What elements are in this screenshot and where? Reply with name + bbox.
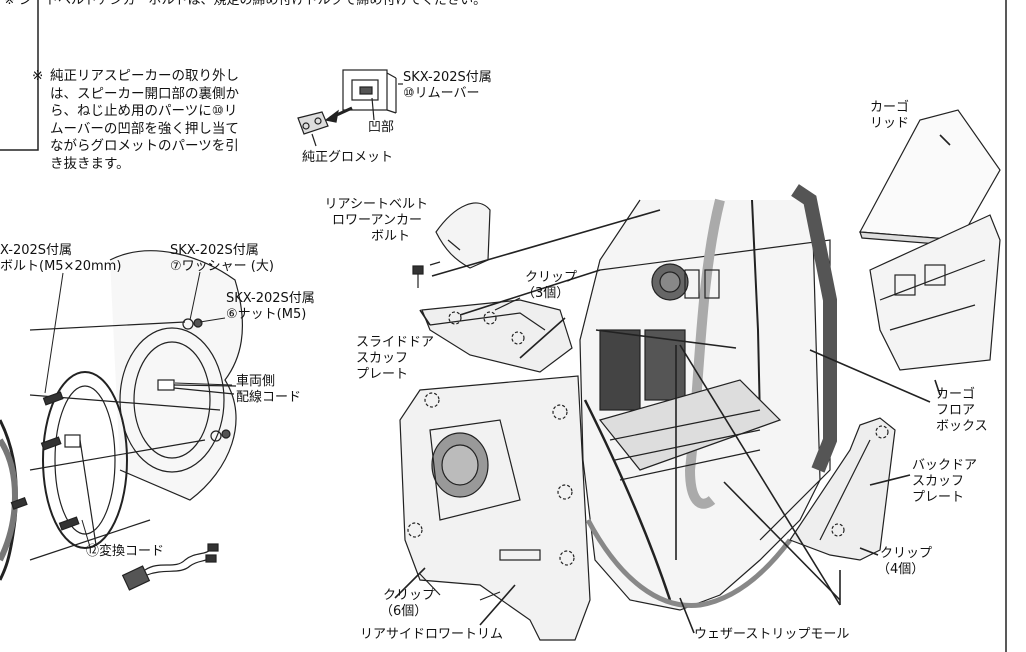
remover-tool-illustration: [342, 69, 397, 114]
speaker-bolt-illustrations: [10, 391, 80, 531]
recess-label: 凹部: [368, 120, 395, 135]
seatbelt-torque-note: ※ シートベルトアンカーボルトは、規定の締め付けトルクで締め付けてください。: [4, 0, 487, 8]
washer-label-line1: SKX-202S付属: [170, 243, 259, 258]
weather-strip-label: ウェザーストリップモール: [694, 627, 850, 642]
vehicle-cargo-area-illustration: [579, 184, 837, 611]
bolt-label-line1: X-202S付属: [0, 243, 73, 258]
cargo-lid-label-line1: カーゴ: [870, 100, 910, 115]
bolt-label-line2: ボルト(M5×20mm): [0, 259, 122, 274]
removal-note: ※ 純正リアスピーカーの取り外し は、スピーカー開口部の裏側か ら、ねじ止め用の…: [32, 68, 290, 173]
back-scuff-label-line3: プレート: [912, 490, 965, 505]
note-line: 純正リアスピーカーの取り外し: [50, 68, 239, 84]
seatbelt-label-line3: ボルト: [370, 229, 410, 244]
grommet-illustration: [297, 111, 329, 135]
speaker-bracket-illustration: [0, 250, 244, 581]
slide-door-scuff-illustration: [421, 297, 573, 373]
note-line: ムーバーの凹部を強く押し当て: [50, 120, 239, 137]
seatbelt-label-line2: ロワーアンカー: [332, 213, 422, 228]
seatbelt-label-line1: リアシートベルト: [324, 197, 428, 212]
clip6-label-line2: （6個）: [380, 604, 428, 619]
conversion-cord-illustration: [64, 434, 219, 591]
clip3-label-line1: クリップ: [525, 270, 578, 285]
nut-label-line1: SKX-202S付属: [226, 291, 315, 306]
arrow-head: [324, 109, 339, 123]
clip3-label-line2: （3個）: [522, 286, 570, 301]
genuine-grommet-label: 純正グロメット: [302, 150, 394, 165]
slide-scuff-label-line1: スライドドア: [356, 335, 435, 350]
note-mark: ※: [32, 68, 44, 84]
note-line: は、スピーカー開口部の裏側か: [50, 85, 239, 102]
back-door-scuff-illustration: [789, 417, 896, 561]
back-scuff-label-line1: バックドア: [912, 458, 978, 473]
washer-nut-illustrations: [182, 318, 231, 442]
note-line: き抜きます。: [50, 155, 130, 172]
cargo-box-label-line2: フロア: [936, 403, 976, 418]
rear-side-trim-label: リアサイドロワートリム: [360, 627, 504, 642]
cargo-box-label-line3: ボックス: [936, 419, 988, 434]
clip4-label-line2: （4個）: [877, 562, 925, 577]
cargo-floor-box-illustration: [869, 214, 1001, 371]
clip4-label-line1: クリップ: [880, 546, 933, 561]
slide-scuff-label-line3: プレート: [356, 367, 409, 382]
speaker-leader-lines: [44, 271, 233, 548]
conversion-cord-label: ⑫変換コード: [86, 544, 165, 559]
vehicle-leader-lines: [394, 134, 951, 634]
note-box-border: [0, 0, 39, 151]
nut-label-line2: ⑥ナット(M5): [226, 307, 307, 322]
remover-label-line1: SKX-202S付属: [403, 70, 492, 85]
washer-label-line2: ⑦ワッシャー (大): [170, 259, 274, 274]
note-line: ら、ねじ止め用のパーツに⑩リ: [50, 103, 238, 119]
harness-connector-illustration: [157, 379, 237, 395]
rear-side-trim-illustration: [399, 375, 591, 641]
remover-label-line2: ⑩リムーバー: [403, 86, 480, 101]
harness-label-line2: 配線コード: [236, 390, 302, 405]
cargo-lid-label-line2: リッド: [870, 116, 910, 131]
back-scuff-label-line2: スカッフ: [912, 474, 965, 489]
harness-label-line1: 車両側: [236, 374, 276, 389]
slide-scuff-label-line2: スカッフ: [356, 351, 409, 366]
seatbelt-anchor-illustration: [412, 202, 491, 288]
cargo-box-label-line1: カーゴ: [936, 387, 976, 402]
clip6-label-line1: クリップ: [383, 588, 436, 603]
note-line: ながらグロメットのパーツを引: [50, 138, 239, 154]
